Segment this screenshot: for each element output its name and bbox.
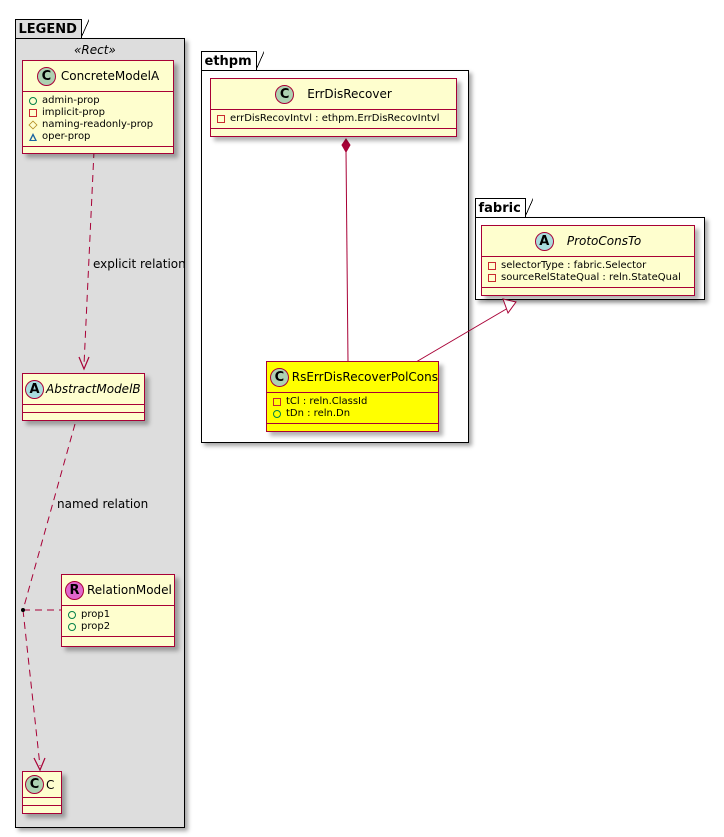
fabric-package-title: fabric bbox=[478, 201, 521, 216]
attribute-text: prop2 bbox=[81, 621, 111, 632]
public-visibility-icon bbox=[273, 410, 281, 418]
public-visibility-icon bbox=[68, 623, 76, 631]
relation-class-icon: R bbox=[65, 580, 84, 600]
private-visibility-icon bbox=[488, 262, 496, 270]
attribute-text: errDisRecovIntvl : ethpm.ErrDisRecovIntv… bbox=[230, 113, 440, 124]
attribute-text: oper-prop bbox=[42, 131, 91, 142]
legend-package-title: LEGEND bbox=[18, 22, 77, 37]
attribute-row: prop1 bbox=[68, 609, 170, 621]
attribute-row: tDn : reln.Dn bbox=[273, 408, 434, 420]
class-c-icon: C bbox=[275, 84, 295, 104]
class-name: ErrDisRecover bbox=[307, 87, 392, 101]
inheritance-triangle bbox=[502, 298, 517, 315]
class-c-icon: C bbox=[270, 367, 289, 387]
protected-visibility-icon bbox=[28, 120, 38, 130]
class-concrete-model-a[interactable]: C ConcreteModelA admin-prop implicit-pro… bbox=[22, 60, 174, 154]
named-relation-label: named relation bbox=[57, 497, 149, 511]
legend-stereotype: «Rect» bbox=[74, 43, 116, 57]
class-name: ProtoConsTo bbox=[566, 234, 642, 248]
attribute-row: admin-prop bbox=[29, 95, 169, 107]
attribute-row: selectorType : fabric.Selector bbox=[488, 260, 690, 272]
relation-junction-dot bbox=[21, 608, 25, 612]
attribute-text: tDn : reln.Dn bbox=[286, 408, 351, 419]
private-visibility-icon bbox=[488, 274, 496, 282]
attribute-row: naming-readonly-prop bbox=[28, 119, 169, 131]
named-relation-line bbox=[22, 423, 76, 611]
explicit-relation-arrowhead bbox=[78, 356, 90, 371]
class-c-icon: C bbox=[25, 775, 44, 794]
attribute-row: oper-prop bbox=[29, 131, 169, 143]
explicit-relation-label: explicit relation bbox=[93, 257, 186, 271]
attribute-text: selectorType : fabric.Selector bbox=[501, 260, 647, 271]
attribute-row: sourceRelStateQual : reln.StateQual bbox=[488, 272, 690, 284]
class-name: AbstractModelB bbox=[46, 382, 141, 396]
public-visibility-icon bbox=[68, 611, 76, 619]
class-name: C bbox=[46, 777, 55, 792]
attribute-text: tCl : reln.ClassId bbox=[286, 396, 368, 407]
class-proto-cons-to[interactable]: A ProtoConsTo selectorType : fabric.Sele… bbox=[481, 225, 695, 296]
private-visibility-icon bbox=[217, 115, 225, 123]
legend-package-tab: LEGEND bbox=[14, 19, 90, 38]
class-rs-err-dis-recover-pol-cons[interactable]: C RsErrDisRecoverPolCons tCl : reln.Clas… bbox=[266, 361, 439, 432]
attribute-row: prop2 bbox=[68, 621, 170, 633]
named-relation-arrowhead bbox=[33, 757, 46, 772]
attribute-row: implicit-prop bbox=[29, 107, 169, 119]
attribute-text: admin-prop bbox=[42, 95, 100, 106]
attribute-text: implicit-prop bbox=[42, 107, 105, 118]
attribute-text: sourceRelStateQual : reln.StateQual bbox=[501, 272, 681, 283]
composition-diamond bbox=[341, 138, 351, 154]
private-visibility-icon bbox=[29, 109, 37, 117]
class-c-icon: C bbox=[36, 66, 56, 86]
public-visibility-icon bbox=[29, 97, 37, 105]
package-visibility-icon bbox=[29, 133, 37, 141]
class-relation-model[interactable]: R RelationModel prop1 prop2 bbox=[61, 574, 175, 647]
private-visibility-icon bbox=[273, 398, 281, 406]
ethpm-package-tab: ethpm bbox=[200, 51, 264, 70]
named-relation-line-lower bbox=[22, 609, 41, 767]
ethpm-package-title: ethpm bbox=[204, 54, 252, 69]
fabric-package-tab: fabric bbox=[474, 198, 534, 217]
class-err-dis-recover[interactable]: C ErrDisRecover errDisRecovIntvl : ethpm… bbox=[210, 78, 457, 137]
inheritance-line bbox=[415, 307, 509, 363]
attribute-text: naming-readonly-prop bbox=[42, 119, 154, 130]
attribute-text: prop1 bbox=[81, 609, 111, 620]
attribute-row: tCl : reln.ClassId bbox=[273, 396, 434, 408]
abstract-class-icon: A bbox=[25, 379, 44, 399]
class-abstract-model-b[interactable]: A AbstractModelB bbox=[22, 373, 145, 421]
attribute-row: errDisRecovIntvl : ethpm.ErrDisRecovIntv… bbox=[217, 113, 452, 125]
class-c[interactable]: C C bbox=[22, 771, 62, 814]
class-name: ConcreteModelA bbox=[60, 69, 160, 83]
composition-line bbox=[345, 149, 349, 363]
class-name: RelationModel bbox=[87, 583, 172, 597]
abstract-class-icon: A bbox=[534, 231, 554, 251]
legend-package: LEGEND «Rect» bbox=[14, 19, 185, 828]
class-name: RsErrDisRecoverPolCons bbox=[291, 370, 438, 384]
